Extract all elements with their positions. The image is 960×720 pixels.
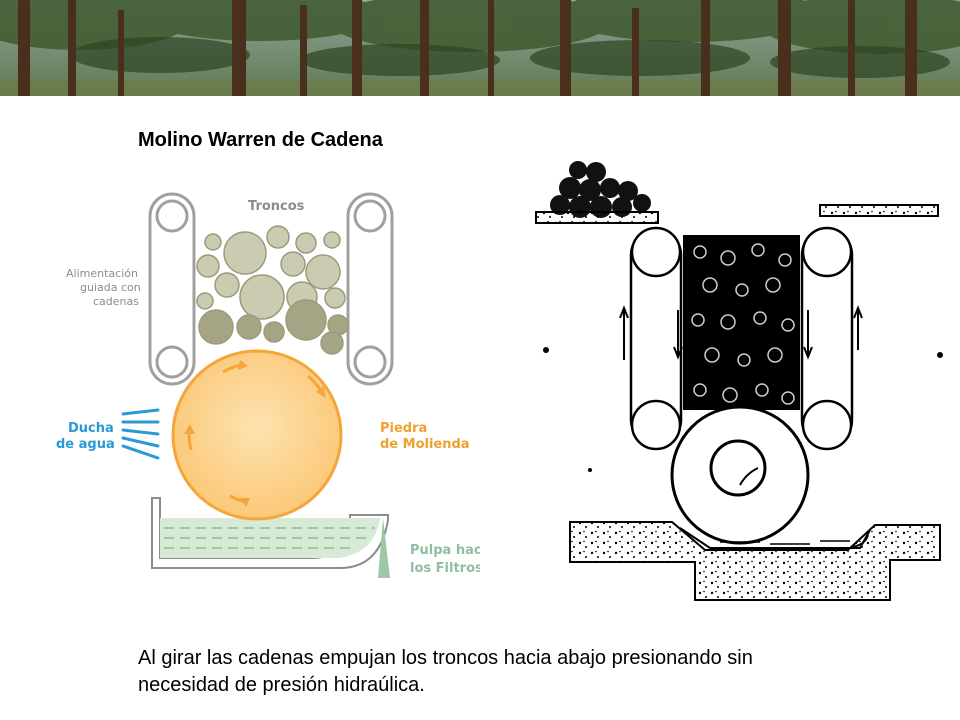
feed-label-line1: Alimentación: [66, 267, 138, 280]
forest-banner-image: [0, 0, 960, 96]
shower-label-line2: de agua: [56, 437, 115, 452]
pulp-outflow: [378, 518, 390, 578]
sketch-ground: [569, 521, 941, 601]
pulp-label-line1: Pulpa hacia: [410, 543, 480, 558]
sketch-left-chain: [629, 226, 683, 451]
grinding-stone: [171, 349, 343, 521]
feed-label-line2: guiada con: [80, 281, 141, 294]
caption-line-1: Al girar las cadenas empujan los troncos…: [138, 647, 753, 669]
water-shower: [121, 408, 160, 460]
logs-stack: [196, 225, 349, 355]
pulp-label-line2: los Filtros: [410, 561, 480, 576]
logs-label: Troncos: [248, 199, 305, 214]
warren-mill-schematic: Troncos Alimentación guiada con cadenas …: [56, 192, 480, 578]
sketch-grinding-stone: [670, 405, 810, 545]
warren-mill-sketch: [535, 161, 943, 601]
sketch-right-chain: [800, 226, 854, 451]
shower-label-line1: Ducha: [68, 421, 114, 436]
caption-line-2: necesidad de presión hidraúlica.: [138, 674, 425, 696]
sketch-dots: [543, 347, 943, 472]
feed-label-line3: cadenas: [93, 295, 139, 308]
right-chain: [346, 192, 394, 386]
slide-title: Molino Warren de Cadena: [138, 129, 383, 151]
caption: Al girar las cadenas empujan los troncos…: [138, 645, 928, 699]
stone-label-line2: de Molienda: [380, 437, 470, 452]
stone-label-line1: Piedra: [380, 421, 427, 436]
log-pile: [550, 161, 651, 218]
pulp-tank: [151, 497, 389, 569]
feed-platforms: [535, 204, 939, 224]
left-chain: [148, 192, 196, 386]
